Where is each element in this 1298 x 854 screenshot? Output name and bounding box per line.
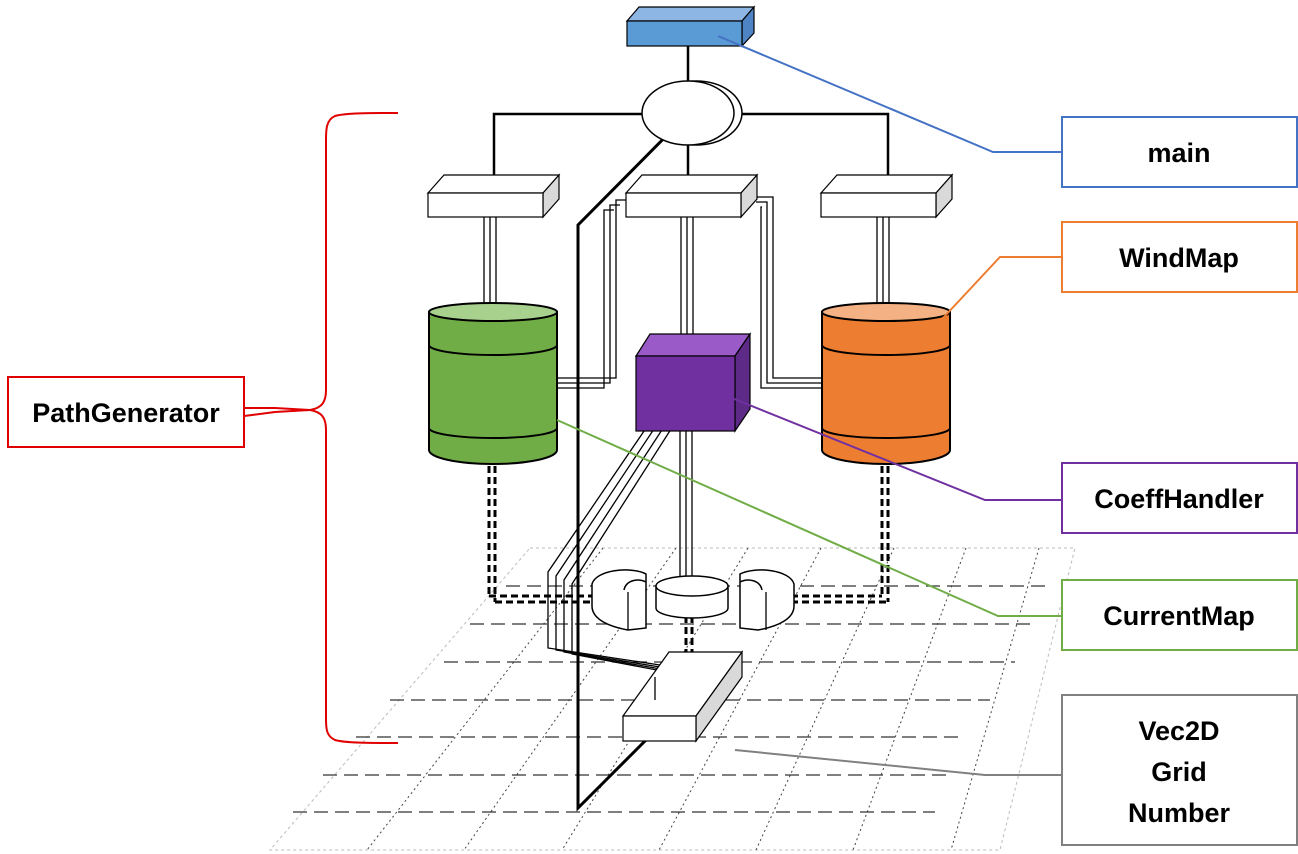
main-leader [717, 35, 1062, 153]
label-vec2d-grid-number: Vec2D Grid Number [1061, 694, 1298, 846]
main-path-line [576, 113, 689, 812]
label-windmap-text: WindMap [1119, 243, 1239, 273]
windmap-leader [914, 256, 1062, 349]
windmap-cylinder [821, 302, 951, 465]
currentmap-leader [556, 419, 1062, 617]
coeffhandler-cube [634, 332, 752, 433]
bottom-module-box [621, 650, 744, 743]
label-coeffhandler-text: CoeffHandler [1094, 484, 1264, 514]
label-currentmap-text: CurrentMap [1103, 601, 1255, 631]
label-coeffhandler: CoeffHandler [1061, 462, 1298, 534]
bottom-disk [655, 575, 729, 619]
label-vec2d-text: Vec2D [1138, 716, 1219, 746]
leader-lines [556, 35, 1062, 776]
label-number-text: Number [1128, 798, 1231, 828]
hub-connectors [492, 45, 890, 175]
label-main: main [1061, 116, 1298, 188]
vec2d-leader [734, 749, 1062, 776]
main-box [625, 5, 756, 48]
pathgenerator-bracket [243, 112, 399, 744]
hub-ellipse [641, 80, 743, 146]
module-box-left [426, 173, 561, 219]
coeffhandler-leader [711, 389, 1062, 501]
label-currentmap: CurrentMap [1061, 579, 1298, 651]
triple-connectors [483, 196, 890, 700]
module-box-right [819, 173, 954, 219]
label-main-text: main [1147, 138, 1210, 168]
left-c-shape [591, 569, 647, 631]
currentmap-cylinder [428, 302, 558, 465]
label-pathgenerator-text: PathGenerator [32, 398, 220, 428]
label-pathgenerator: PathGenerator [7, 376, 245, 448]
label-grid-text: Grid [1151, 757, 1207, 787]
right-c-shape [739, 569, 795, 631]
label-windmap: WindMap [1061, 221, 1298, 293]
module-box-center [624, 173, 759, 219]
